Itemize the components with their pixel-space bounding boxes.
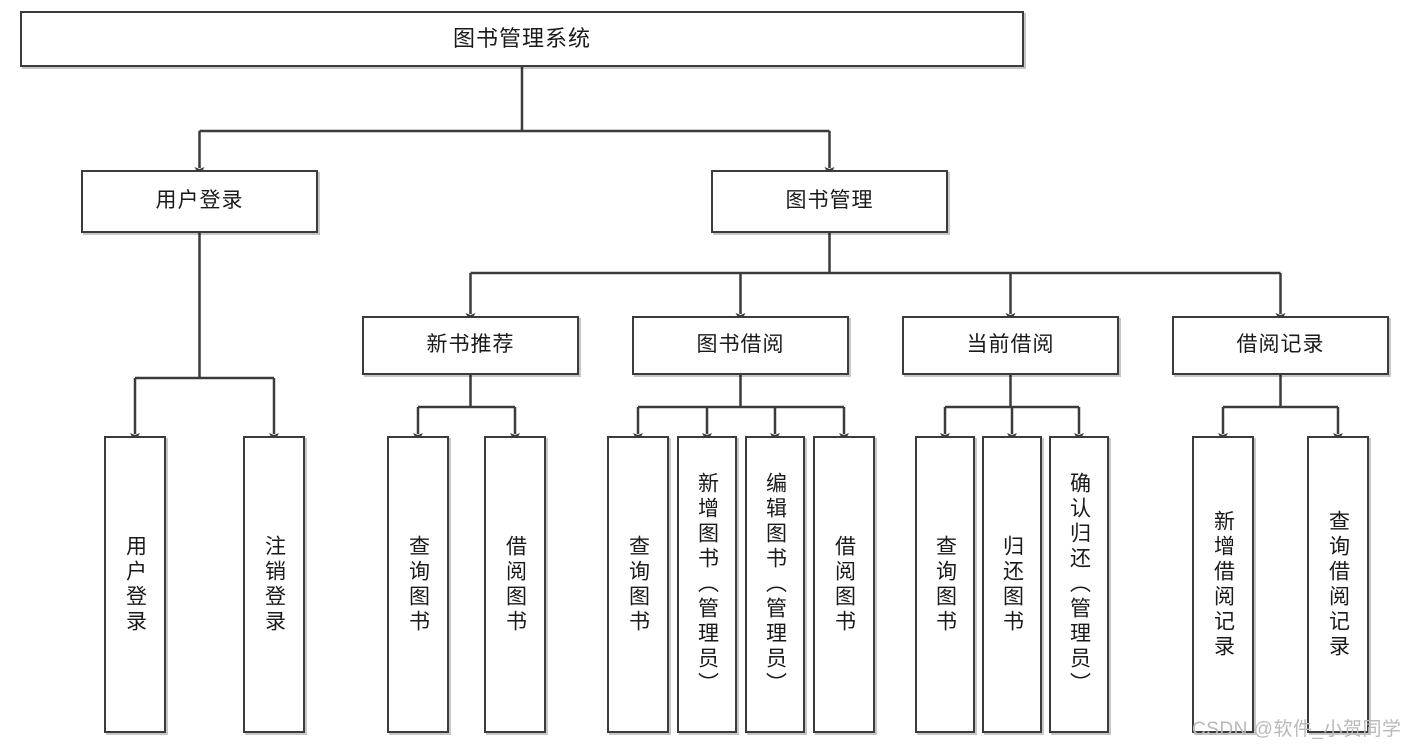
node-label-l_logout: 注销登录 (262, 534, 286, 635)
node-label-current: 当前借阅 (966, 333, 1055, 357)
node-label-l_b_edit: 编辑图书（管理员） (763, 472, 787, 697)
node-l_login[interactable]: 用户登录 (104, 436, 166, 733)
node-login[interactable]: 用户登录 (81, 170, 318, 233)
node-records[interactable]: 借阅记录 (1172, 316, 1389, 375)
node-label-l_r_add: 新增借阅记录 (1211, 509, 1235, 660)
node-l_nb_borrow[interactable]: 借阅图书 (484, 436, 546, 733)
node-bookmgmt[interactable]: 图书管理 (711, 170, 948, 233)
node-label-bookmgmt: 图书管理 (785, 189, 874, 213)
node-l_b_query[interactable]: 查询图书 (607, 436, 669, 733)
node-l_r_query[interactable]: 查询借阅记录 (1307, 436, 1369, 733)
node-l_r_add[interactable]: 新增借阅记录 (1192, 436, 1254, 733)
node-label-root: 图书管理系统 (452, 26, 591, 52)
node-label-borrow: 图书借阅 (696, 333, 785, 357)
node-label-l_b_borrow: 借阅图书 (832, 534, 856, 635)
node-label-records: 借阅记录 (1236, 333, 1325, 357)
node-label-l_c_query: 查询图书 (933, 534, 957, 635)
watermark-text: CSDN @软件_小贺同学 (1192, 719, 1402, 740)
node-l_logout[interactable]: 注销登录 (243, 436, 305, 733)
node-label-l_c_confirm: 确认归还（管理员） (1067, 472, 1091, 697)
node-label-l_b_query: 查询图书 (626, 534, 650, 635)
node-label-l_login: 用户登录 (123, 534, 147, 635)
node-label-l_c_return: 归还图书 (1000, 534, 1024, 635)
node-l_b_add[interactable]: 新增图书（管理员） (677, 436, 737, 733)
node-l_c_return[interactable]: 归还图书 (982, 436, 1042, 733)
node-current[interactable]: 当前借阅 (902, 316, 1119, 375)
node-l_c_confirm[interactable]: 确认归还（管理员） (1049, 436, 1109, 733)
node-l_b_edit[interactable]: 编辑图书（管理员） (745, 436, 805, 733)
node-l_b_borrow[interactable]: 借阅图书 (813, 436, 875, 733)
node-l_nb_query[interactable]: 查询图书 (387, 436, 449, 733)
node-l_c_query[interactable]: 查询图书 (915, 436, 975, 733)
node-label-l_nb_query: 查询图书 (406, 534, 430, 635)
node-label-login: 用户登录 (155, 189, 244, 213)
node-label-l_b_add: 新增图书（管理员） (695, 472, 719, 697)
node-label-newbook: 新书推荐 (426, 333, 515, 357)
node-borrow[interactable]: 图书借阅 (632, 316, 849, 375)
node-newbook[interactable]: 新书推荐 (362, 316, 579, 375)
node-label-l_nb_borrow: 借阅图书 (503, 534, 527, 635)
node-label-l_r_query: 查询借阅记录 (1326, 509, 1350, 660)
node-root[interactable]: 图书管理系统 (20, 11, 1024, 67)
